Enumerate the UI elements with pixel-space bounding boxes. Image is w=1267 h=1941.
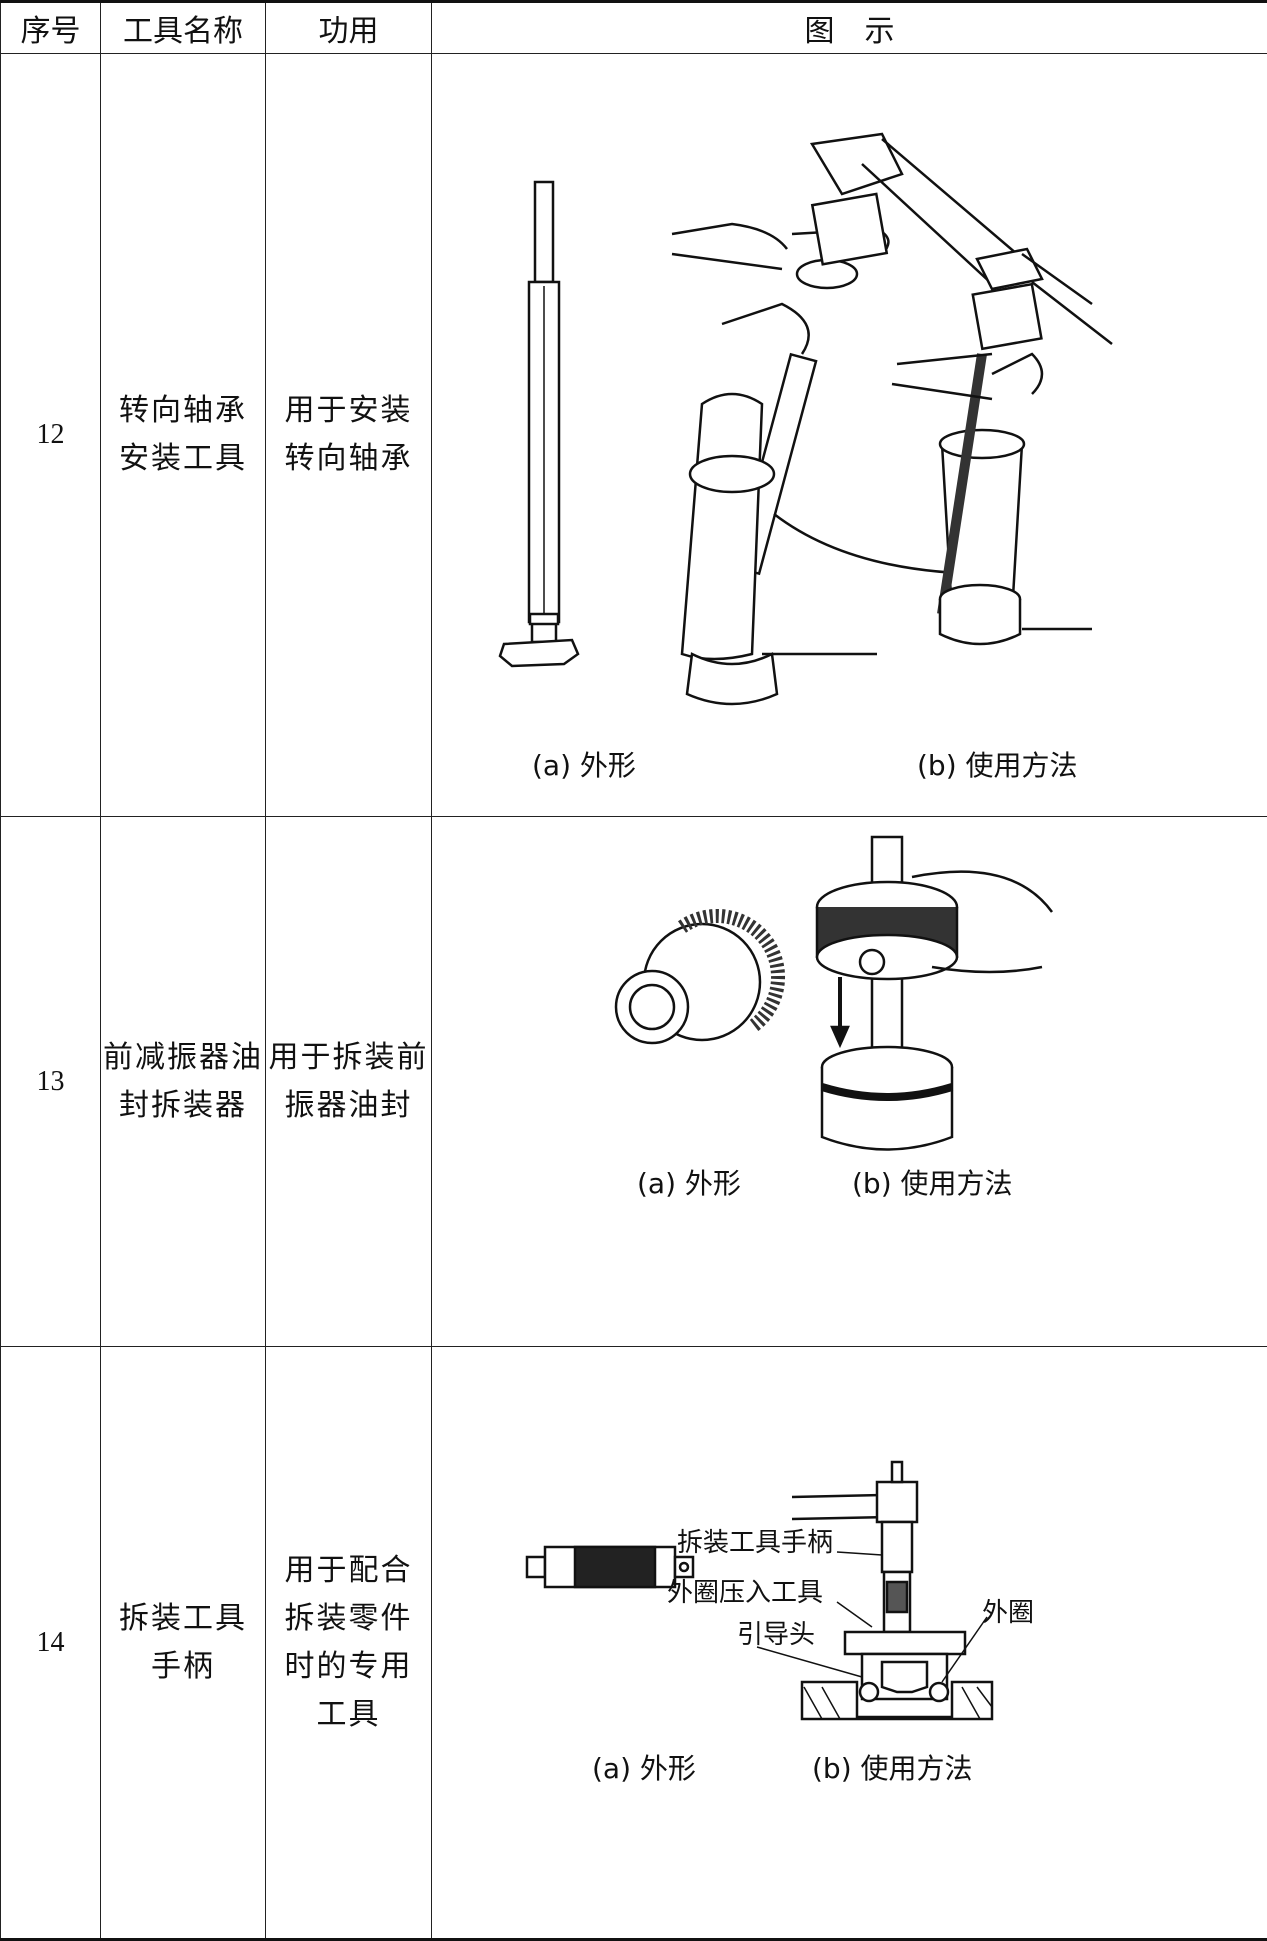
callout-handle: 拆装工具手柄: [677, 1522, 833, 1559]
caption-b: (b) 使用方法: [812, 1747, 973, 1787]
tool-handle-illustration: [432, 1347, 1267, 1940]
callout-guide-head: 引导头: [737, 1614, 815, 1651]
tool-function: 用于拆装前振器油封: [266, 817, 432, 1347]
bearing-installer-usage-drawing-2: [892, 249, 1112, 644]
header-name: 工具名称: [101, 2, 266, 54]
tool-name: 拆装工具手柄: [101, 1347, 266, 1940]
table-row: 12 转向轴承安装工具 用于安装转向轴承: [1, 54, 1267, 817]
figure-cell: (a) 外形 (b) 使用方法: [432, 54, 1267, 817]
caption-a: (a) 外形: [637, 1162, 741, 1202]
figure-cell: 拆装工具手柄 外圈压入工具 引导头 外圈 (a) 外形 (b) 使用方法: [432, 1347, 1267, 1940]
header-row: 序号 工具名称 功用 图 示: [1, 2, 1267, 54]
header-figure: 图 示: [432, 2, 1267, 54]
caption-a: (a) 外形: [532, 744, 636, 784]
caption-a: (a) 外形: [592, 1747, 696, 1787]
oil-seal-tool-illustration: [432, 817, 1267, 1347]
header-no: 序号: [1, 2, 101, 54]
row-number: 13: [1, 817, 101, 1347]
callout-outer-race-tool: 外圈压入工具: [667, 1572, 823, 1609]
caption-b: (b) 使用方法: [852, 1162, 1013, 1202]
callout-outer-race: 外圈: [982, 1592, 1034, 1629]
bearing-installer-tool-drawing: [500, 182, 578, 666]
row-number: 14: [1, 1347, 101, 1940]
caption-b: (b) 使用方法: [917, 744, 1078, 784]
oil-seal-tool-usage-drawing: [817, 837, 1052, 1150]
table-row: 13 前减振器油封拆装器 用于拆装前振器油封: [1, 817, 1267, 1347]
tool-function: 用于配合拆装零件时的专用工具: [266, 1347, 432, 1940]
table-row: 14 拆装工具手柄 用于配合拆装零件时的专用工具: [1, 1347, 1267, 1940]
tool-function: 用于安装转向轴承: [266, 54, 432, 817]
header-function: 功用: [266, 2, 432, 54]
bearing-installer-illustration: [432, 54, 1267, 817]
row-number: 12: [1, 54, 101, 817]
oil-seal-tool-drawing: [616, 916, 778, 1043]
tool-name: 前减振器油封拆装器: [101, 817, 266, 1347]
figure-cell: (a) 外形 (b) 使用方法: [432, 817, 1267, 1347]
tool-name: 转向轴承安装工具: [101, 54, 266, 817]
